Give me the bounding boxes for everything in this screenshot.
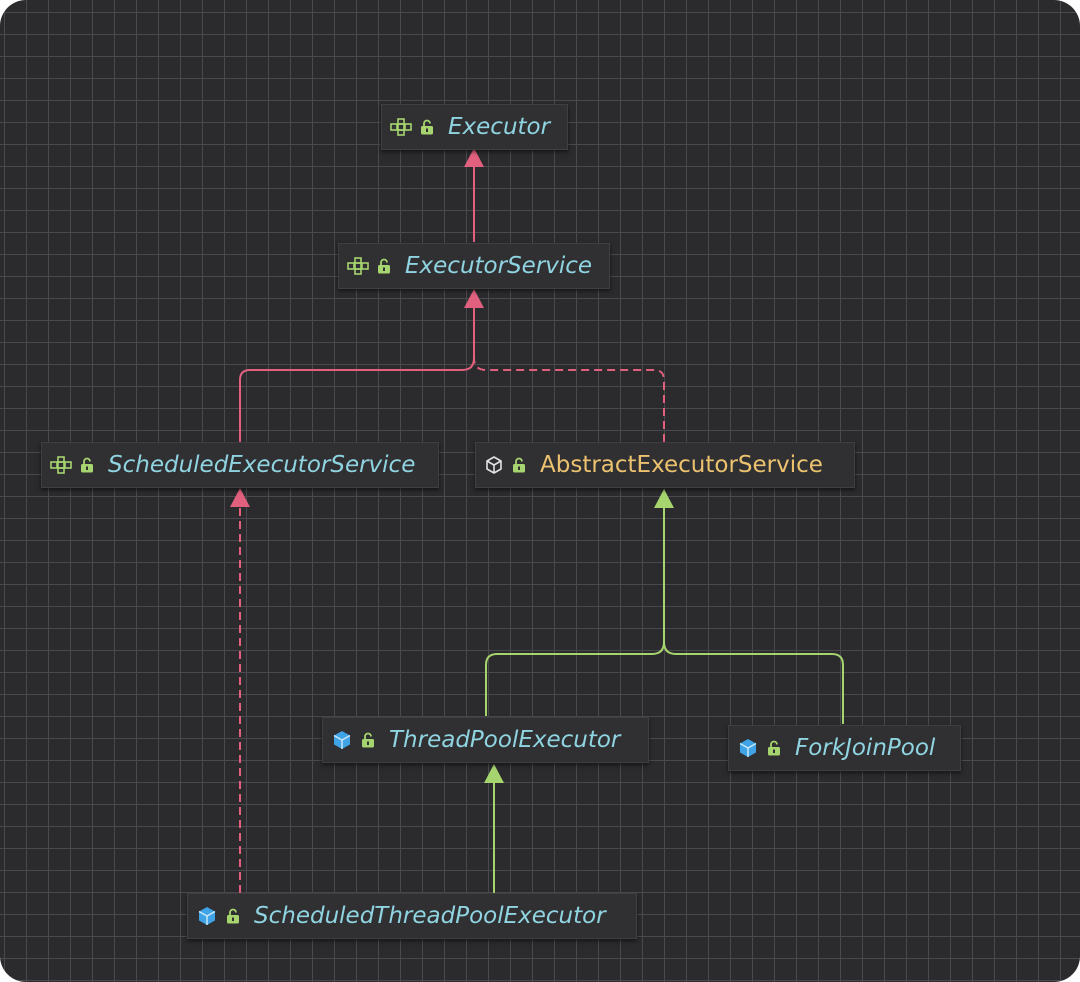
node-label: ExecutorService [405, 253, 593, 279]
node-executor-service[interactable]: ExecutorService [338, 243, 610, 289]
unlock-icon [377, 258, 391, 274]
edge-threadpoolexecutor-abstractexecutorservice [485, 507, 665, 716]
node-fork-join-pool[interactable]: ForkJoinPool [728, 725, 961, 771]
arrowhead-scheduledexecutorservice [230, 488, 250, 507]
node-label: ThreadPoolExecutor [389, 727, 621, 753]
unlock-icon [767, 740, 781, 756]
node-label: Executor [448, 114, 551, 140]
class-icon [737, 737, 759, 759]
interface-icon [347, 257, 369, 275]
unlock-icon [80, 457, 94, 473]
node-label: ForkJoinPool [795, 735, 936, 761]
edge-scheduledexecutorservice-executorservice [239, 307, 475, 442]
class-icon [331, 729, 353, 751]
unlock-icon [226, 908, 240, 924]
node-label: ScheduledExecutorService [108, 452, 416, 478]
arrowhead-threadpoolexecutor [484, 764, 504, 783]
node-thread-pool-executor[interactable]: ThreadPoolExecutor [322, 717, 649, 763]
arrowhead-abstractexecutorservice [654, 489, 674, 508]
abstract-class-icon [484, 455, 504, 475]
node-executor[interactable]: Executor [381, 104, 568, 150]
class-icon [196, 905, 218, 927]
node-label: AbstractExecutorService [540, 452, 823, 478]
interface-icon [390, 118, 412, 136]
arrowhead-executor [464, 148, 484, 167]
node-scheduled-thread-pool-executor[interactable]: ScheduledThreadPoolExecutor [187, 893, 637, 939]
node-scheduled-executor-service[interactable]: ScheduledExecutorService [41, 442, 439, 488]
unlock-icon [512, 457, 526, 473]
arrowhead-executorservice [464, 289, 484, 308]
unlock-icon [420, 119, 434, 135]
edge-abstractexecutorservice-executorservice [473, 357, 665, 442]
node-label: ScheduledThreadPoolExecutor [254, 903, 606, 929]
interface-icon [50, 456, 72, 474]
unlock-icon [361, 732, 375, 748]
edge-forkjoinpool-abstractexecutorservice [663, 641, 844, 724]
node-abstract-executor-service[interactable]: AbstractExecutorService [475, 442, 855, 488]
